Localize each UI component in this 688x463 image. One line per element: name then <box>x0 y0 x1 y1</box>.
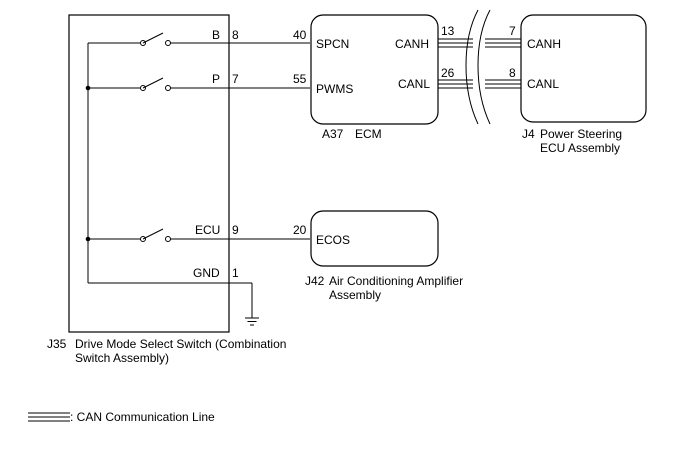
ground-icon <box>245 317 259 326</box>
switch-assembly-name-line2: Switch Assembly) <box>75 351 169 365</box>
line-break-symbol <box>465 9 491 125</box>
ps-name-line1: Power Steering <box>540 127 622 141</box>
ac-code: J42 <box>305 274 325 288</box>
ac-name-line1: Air Conditioning Amplifier <box>329 274 463 288</box>
ps-label-canh: CANH <box>527 37 561 51</box>
ecm-pin-55: 55 <box>293 72 307 86</box>
ecm-box <box>310 14 439 125</box>
pin-label-ecu: ECU <box>195 223 220 237</box>
ecm-label-spcn: SPCN <box>316 37 349 51</box>
power-steering-ecu-box <box>520 14 647 123</box>
ac-label-ecos: ECOS <box>316 233 350 247</box>
legend-can-label: : CAN Communication Line <box>70 410 215 424</box>
ecm-code: A37 <box>322 127 344 141</box>
ps-code: J4 <box>522 127 535 141</box>
pin-number-9: 9 <box>232 223 239 237</box>
ecm-pin-40: 40 <box>293 28 307 42</box>
switch-assembly-code: J35 <box>47 337 67 351</box>
legend-can-symbol <box>28 412 70 422</box>
ecm-pin-13: 13 <box>441 24 455 38</box>
pin-number-8: 8 <box>232 28 239 42</box>
ps-name-line2: ECU Assembly <box>540 141 620 155</box>
ecm-label-canh: CANH <box>395 37 429 51</box>
switch-p <box>88 77 310 91</box>
ac-name-line2: Assembly <box>329 288 381 302</box>
pin-label-gnd: GND <box>193 266 220 280</box>
ecm-pin-26: 26 <box>441 66 455 80</box>
ecm-label-pwms: PWMS <box>316 82 353 96</box>
switch-assembly-name-line1: Drive Mode Select Switch (Combination <box>75 337 286 351</box>
ecm-name: ECM <box>355 127 382 141</box>
ac-pin-20: 20 <box>293 223 307 237</box>
ps-label-canl: CANL <box>527 77 559 91</box>
switch-assembly-box <box>68 14 230 333</box>
ac-amplifier-box <box>310 210 439 267</box>
pin-number-7: 7 <box>232 72 239 86</box>
ps-pin-8: 8 <box>509 66 516 80</box>
switch-b <box>88 32 310 46</box>
pin-number-1: 1 <box>232 266 239 280</box>
ps-pin-7: 7 <box>509 24 516 38</box>
pin-label-p: P <box>212 72 220 86</box>
switch-ecu <box>88 228 310 242</box>
ecm-label-canl: CANL <box>398 77 430 91</box>
pin-label-b: B <box>212 28 220 42</box>
